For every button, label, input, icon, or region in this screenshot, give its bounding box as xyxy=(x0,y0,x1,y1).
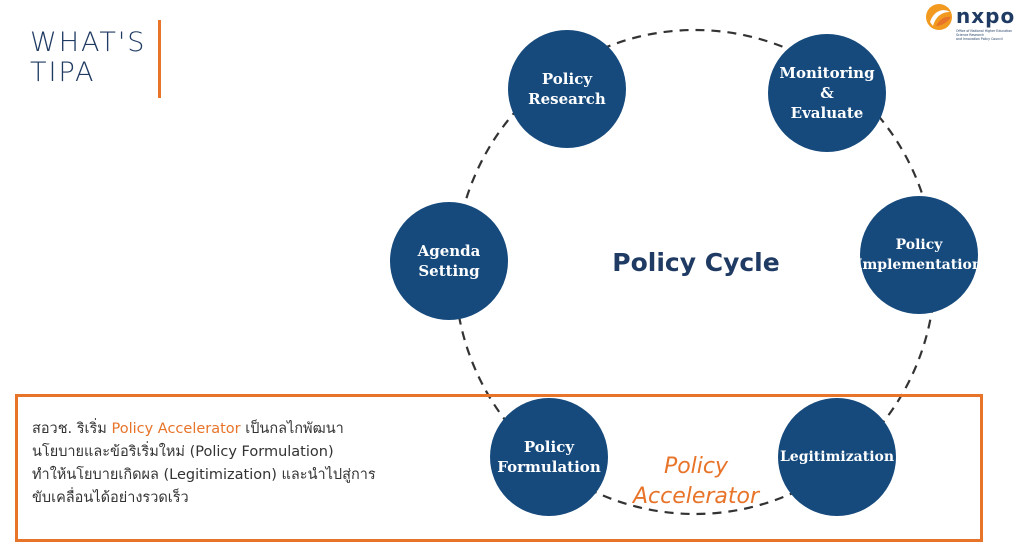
node-policy-implementation: Policy Implementation xyxy=(856,196,982,314)
nxpo-wordmark: nxpo xyxy=(956,4,1016,28)
node-legitimization: Legitimization xyxy=(778,398,896,516)
page-title: WHAT'S TIPA xyxy=(30,28,146,88)
nxpo-subtitle: Office of National Higher Education Scie… xyxy=(956,29,1013,41)
node-policy-research: Policy Research xyxy=(508,30,626,148)
nxpo-swirl-icon xyxy=(926,4,952,30)
policy-cycle-label: Policy Cycle xyxy=(612,248,780,277)
description-line-1: สอวช. ริเริ่ม Policy Accelerator เป็นกลไ… xyxy=(32,421,344,437)
description-line-4: ขับเคลื่อนได้อย่างรวดเร็ว xyxy=(32,490,189,506)
page-title-line-1: WHAT'S xyxy=(30,27,147,58)
description-line-2: นโยบายและข้อริเริ่มใหม่ (Policy Formulat… xyxy=(32,444,334,460)
node-monitoring-evaluate: Monitoring & Evaluate xyxy=(768,34,886,152)
nxpo-logo: nxpo Office of National Higher Education… xyxy=(924,2,1020,56)
policy-accelerator-label: Policy Accelerator xyxy=(632,454,760,509)
description-line-3: ทำให้นโยบายเกิดผล (Legitimization) และนำ… xyxy=(32,467,376,483)
policy-accelerator-box xyxy=(15,394,983,542)
policy-accelerator-highlight: Policy Accelerator xyxy=(111,421,241,437)
node-agenda-setting: Agenda Setting xyxy=(390,202,508,320)
node-policy-formulation: Policy Formulation xyxy=(490,398,608,516)
accelerator-description: สอวช. ริเริ่ม Policy Accelerator เป็นกลไ… xyxy=(32,418,452,510)
title-divider xyxy=(158,20,161,98)
page-title-line-2: TIPA xyxy=(30,57,96,88)
